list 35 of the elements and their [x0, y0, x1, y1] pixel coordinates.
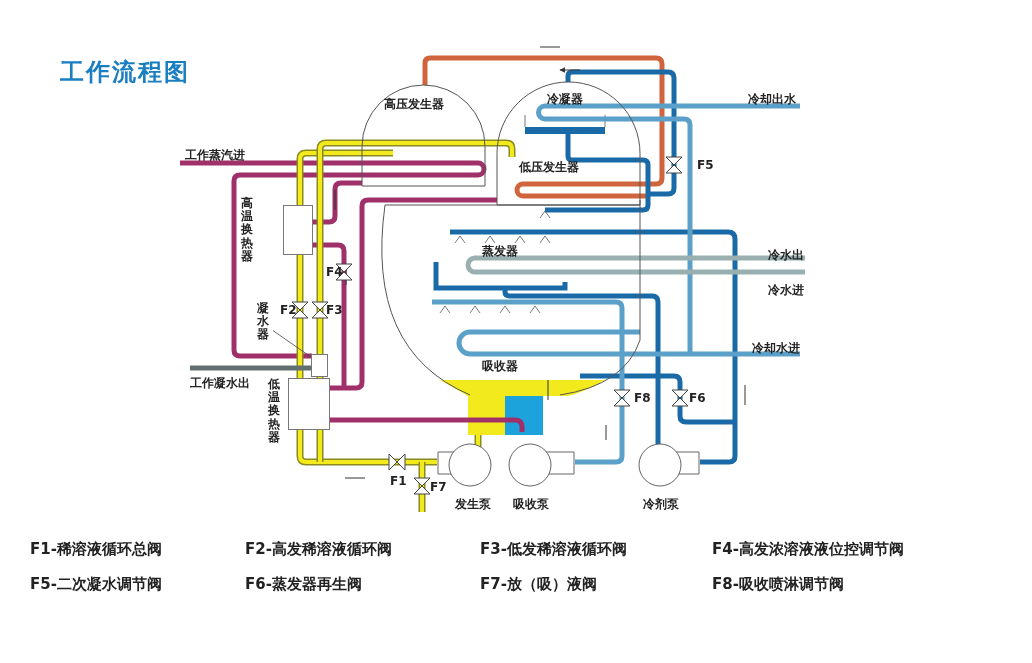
- component-label: 高温换热器: [241, 197, 253, 263]
- leader-line: [272, 330, 312, 358]
- pipe-label: F4: [326, 264, 343, 281]
- valve-legend-text: F3-低发稀溶液循环阀: [480, 539, 627, 560]
- pipe-label: 冷水出: [768, 247, 804, 264]
- pipe-label: 冷水进: [768, 282, 804, 299]
- pipe-label: 冷却出水: [748, 91, 796, 108]
- pipe-label: F5: [697, 157, 714, 174]
- valve-legend-text: F7-放（吸）液阀: [480, 574, 597, 595]
- valve-legend-text: F6-蒸发器再生阀: [245, 574, 362, 595]
- component-label: 高压发生器: [384, 96, 444, 113]
- component-label: 冷剂泵: [643, 496, 679, 513]
- pipe-label: 工作凝水出: [190, 375, 250, 392]
- title: 工作流程图: [60, 57, 190, 88]
- component-label: 凝水器: [257, 302, 269, 342]
- pipe-label: 工作蒸汽进: [185, 147, 245, 164]
- component-label: 发生泵: [455, 496, 491, 513]
- component-label: 蒸发器: [482, 243, 518, 260]
- component-label: 冷凝器: [547, 91, 583, 108]
- pipe-label: F1: [390, 473, 407, 490]
- pipe-label: F3: [326, 302, 343, 319]
- component-label: 吸收泵: [513, 496, 549, 513]
- valve-legend-text: F8-吸收喷淋调节阀: [712, 574, 844, 595]
- component-label: 吸收器: [482, 358, 518, 375]
- valve-legend-text: F5-二次凝水调节阀: [30, 574, 162, 595]
- pipe-label: F7: [430, 479, 447, 496]
- valve-legend-text: F2-高发稀溶液循环阀: [245, 539, 392, 560]
- pipe-label: F8: [634, 390, 651, 407]
- component-label: 低压发生器: [519, 159, 579, 176]
- valve-legend-text: F1-稀溶液循环总阀: [30, 539, 162, 560]
- pipe-label: 冷却水进: [752, 340, 800, 357]
- valve-legend-text: F4-高发浓溶液液位控调节阀: [712, 539, 904, 560]
- component-label: 低温换热器: [268, 378, 280, 444]
- pipe-label: F2: [280, 302, 297, 319]
- pipe-label: F6: [689, 390, 706, 407]
